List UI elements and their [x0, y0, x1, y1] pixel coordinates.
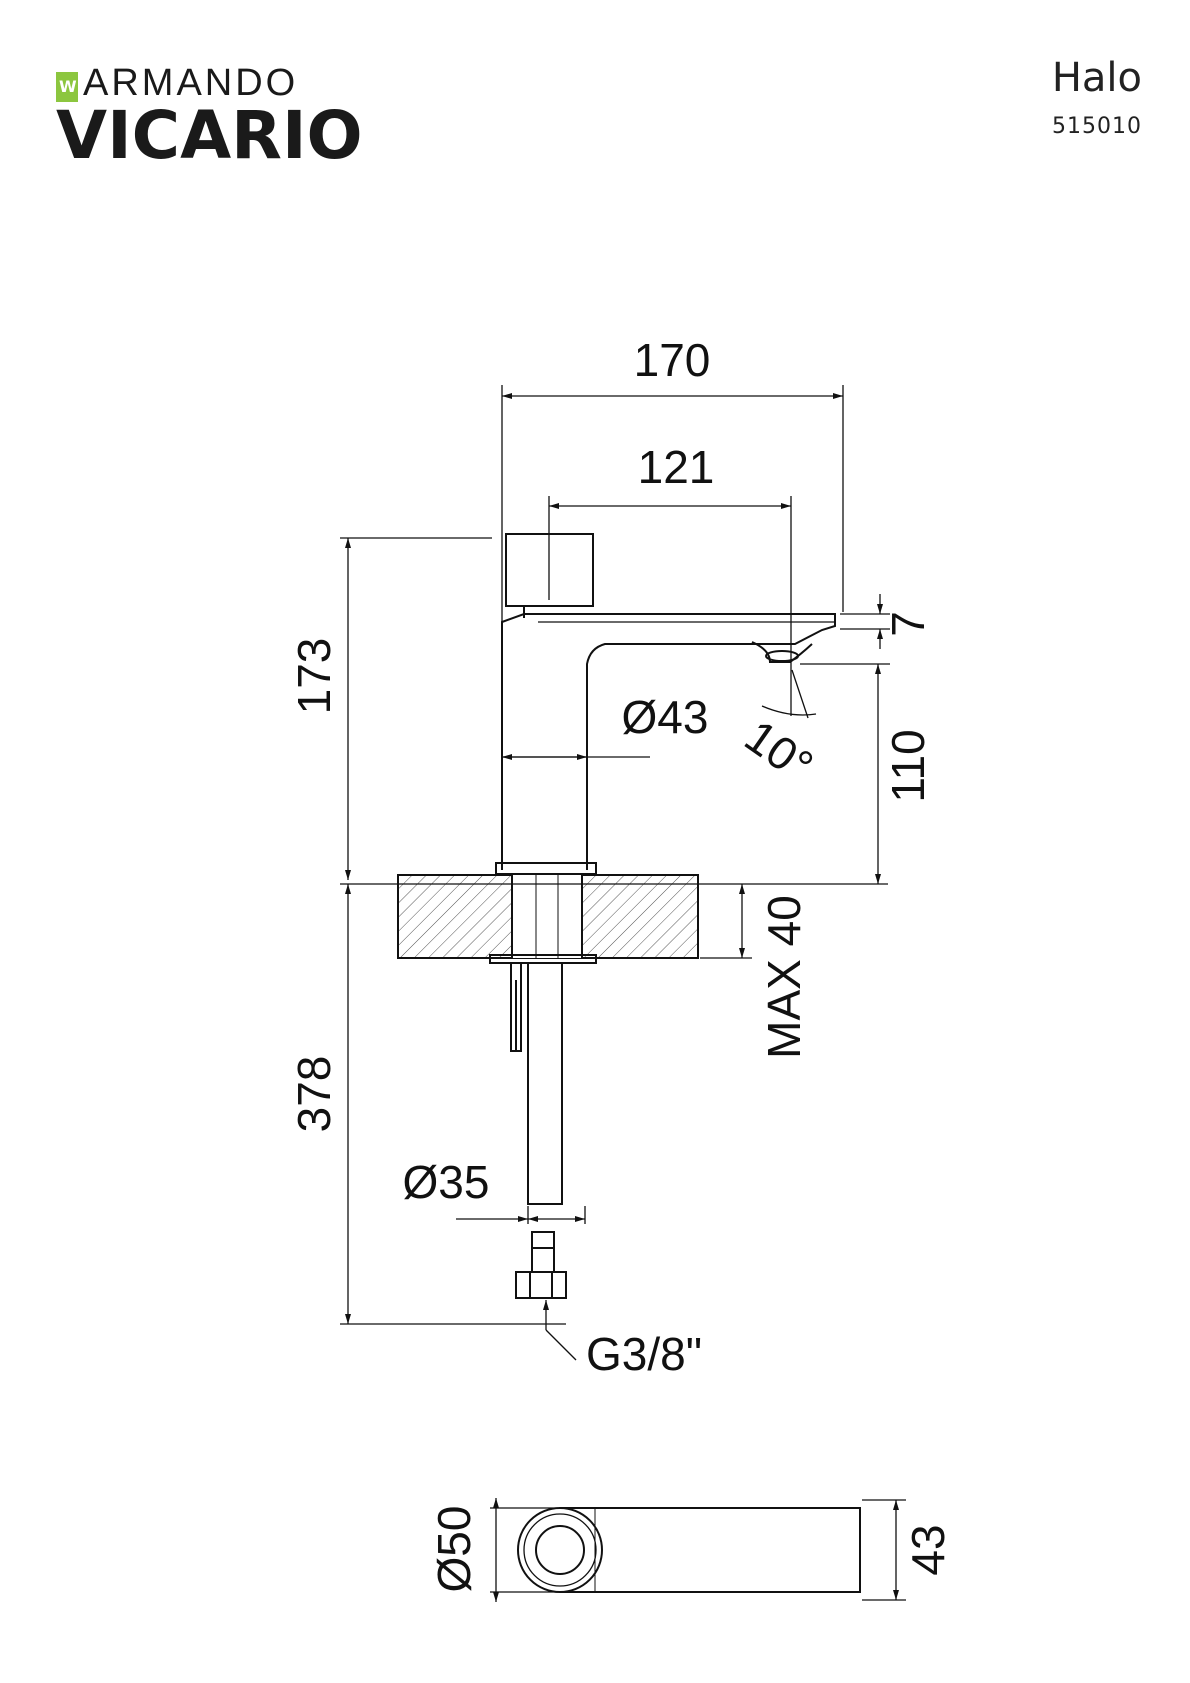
dim-connection: G3/8": [586, 1328, 702, 1380]
brand-name-line2: VICARIO: [56, 97, 363, 174]
dim-spout-thickness: 7: [882, 611, 934, 637]
faucet-body: [501, 613, 836, 870]
dim-spout-reach: 121: [638, 441, 715, 493]
dimension-lines: [340, 385, 890, 1361]
dim-body-diameter: Ø43: [622, 691, 709, 743]
brand-name-line1: ARMANDO: [83, 62, 299, 104]
plan-view: [517, 1507, 861, 1593]
brand-logo: W ARMANDO VICARIO: [56, 60, 376, 174]
hose-connector: [515, 1271, 567, 1299]
product-name: Halo: [1051, 55, 1142, 101]
dim-shank-diameter: Ø35: [403, 1156, 490, 1208]
dim-deck-thickness: MAX 40: [758, 895, 810, 1059]
shank: [527, 962, 563, 1205]
dim-outlet-angle: 10°: [736, 710, 823, 792]
dim-outlet-height: 110: [882, 729, 934, 802]
below-deck-parts: [489, 875, 597, 1299]
dim-total-width: 170: [634, 334, 711, 386]
plan-dimension-lines: [490, 1498, 906, 1602]
logo-mark-icon: W: [56, 72, 78, 102]
base-flange: [495, 862, 597, 875]
dim-total-height: 173: [288, 638, 340, 715]
dim-base-diameter: Ø50: [428, 1506, 480, 1593]
product-code: 515010: [1052, 114, 1142, 139]
product-info: Halo 515010: [1052, 52, 1142, 142]
dim-below-deck: 378: [288, 1056, 340, 1133]
dim-spout-height: 43: [902, 1524, 954, 1575]
